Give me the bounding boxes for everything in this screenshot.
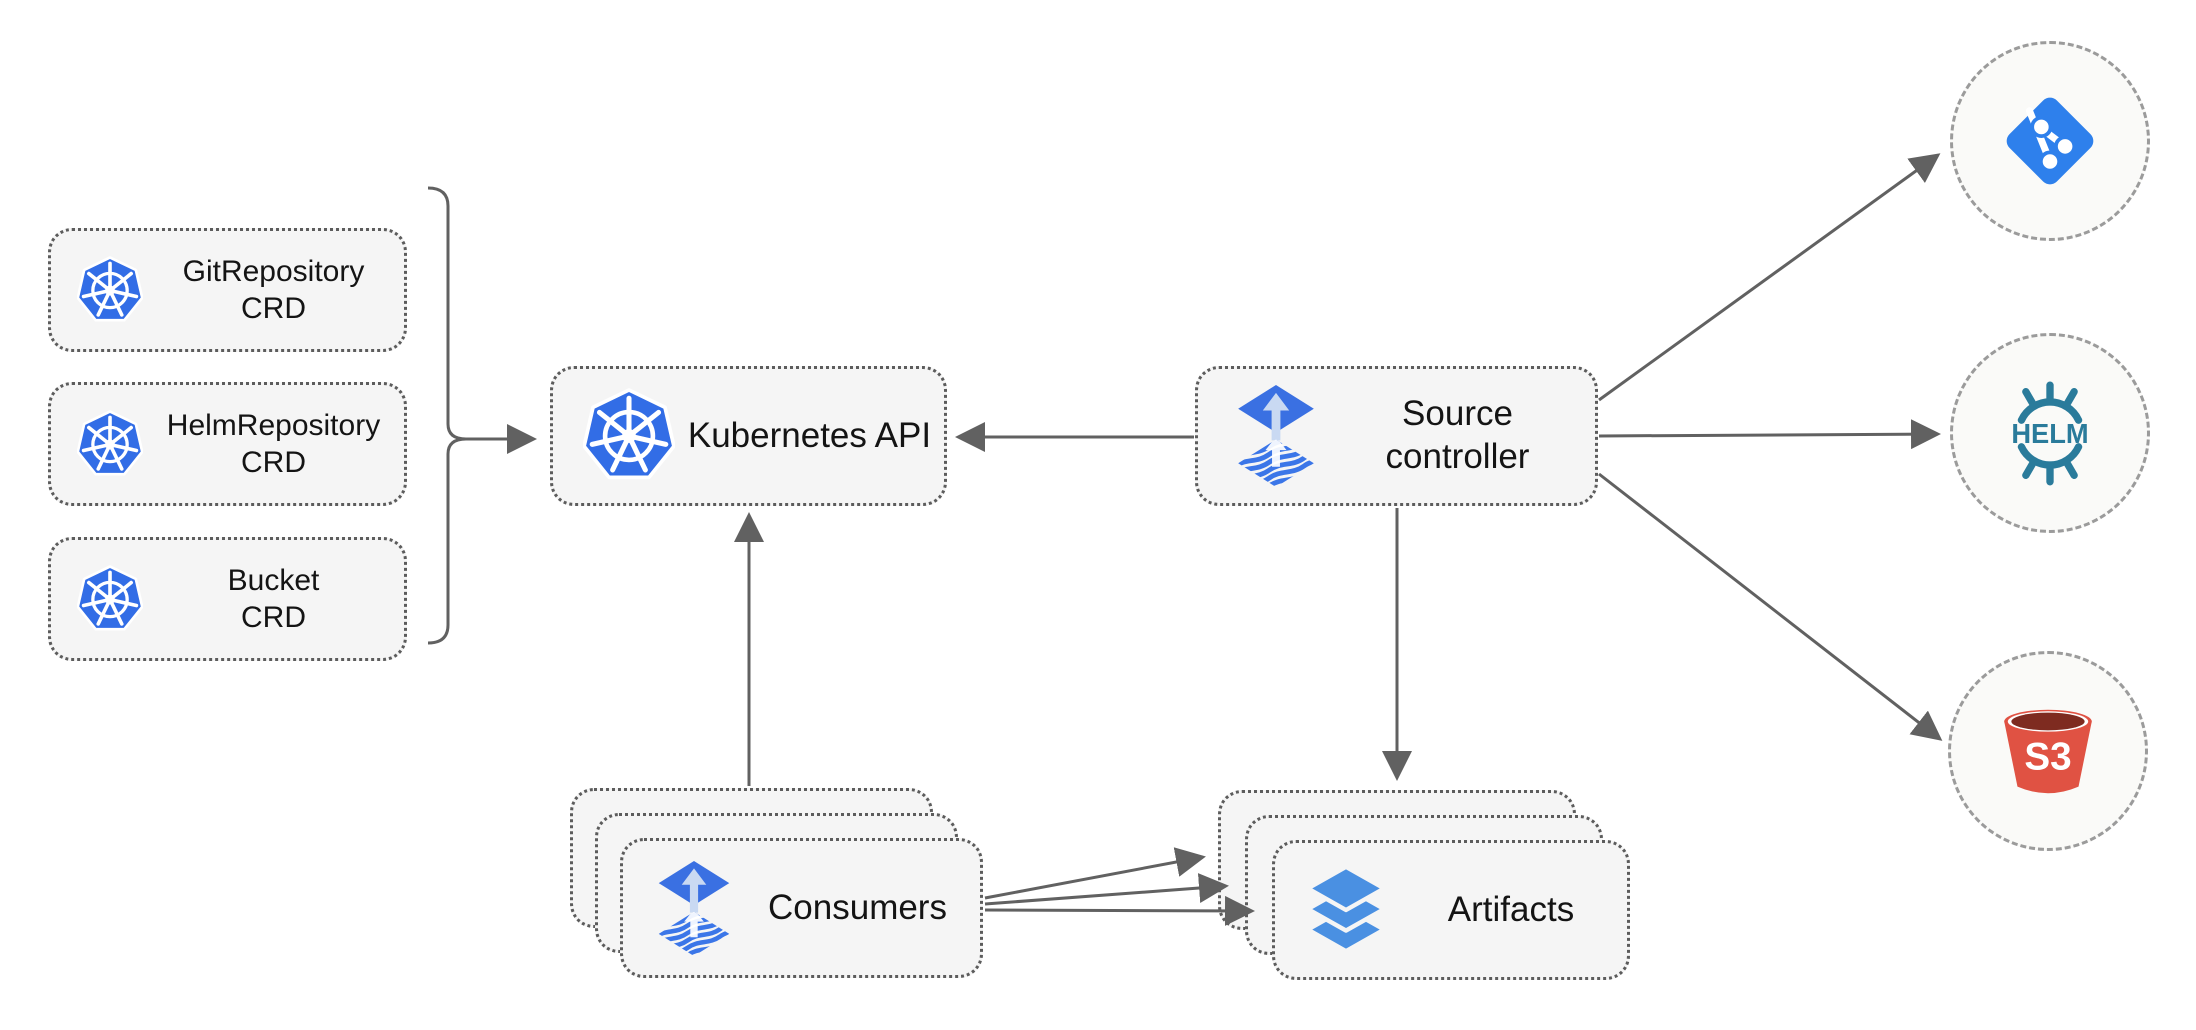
kubernetes-icon — [77, 409, 143, 476]
s3-wordmark: S3 — [2024, 735, 2071, 778]
kubernetes-icon — [77, 564, 143, 631]
consumers-label: Consumers — [768, 888, 947, 927]
arrow-consumers-to-artifacts-2 — [984, 873, 1229, 906]
artifacts-label: Artifacts — [1447, 890, 1575, 929]
crd-group-bracket — [427, 186, 467, 645]
bucket-crd-label: Bucket CRD — [227, 563, 320, 635]
helmrepository-crd-box: HelmRepository CRD — [48, 382, 407, 506]
helm-icon: HELM — [2011, 381, 2089, 485]
kubernetes-api-box: Kubernetes API — [550, 366, 947, 506]
arrow-source-to-git — [1598, 153, 1941, 402]
source-controller-label: Source controller — [1385, 394, 1530, 476]
arrow-consumers-to-artifacts-1 — [984, 847, 1206, 900]
gitrepository-crd-box: GitRepository CRD — [48, 228, 407, 352]
git-icon — [2006, 97, 2094, 185]
kubernetes-api-label: Kubernetes API — [687, 416, 932, 455]
git-source-circle — [1950, 41, 2150, 241]
consumers-box: Consumers — [620, 838, 983, 978]
arrow-consumers-to-artifacts-3 — [984, 895, 1255, 926]
bucket-crd-box: Bucket CRD — [48, 537, 407, 661]
arrow-source-to-s3 — [1598, 472, 1943, 741]
helm-wordmark: HELM — [2011, 417, 2088, 448]
artifacts-box: Artifacts — [1272, 840, 1630, 980]
kubernetes-icon — [77, 255, 143, 322]
gitrepository-crd-label: GitRepository CRD — [182, 254, 365, 326]
kubernetes-icon — [583, 388, 675, 484]
s3-bucket-icon: S3 — [2004, 709, 2092, 794]
flux-icon — [1232, 384, 1320, 488]
arrow-source-to-helm — [1598, 419, 1941, 450]
helm-source-circle: HELM — [1950, 333, 2150, 533]
source-controller-box: Source controller — [1195, 366, 1598, 506]
s3-source-circle: S3 — [1948, 651, 2148, 851]
layers-icon — [1305, 864, 1387, 954]
flux-icon — [653, 860, 735, 957]
helmrepository-crd-label: HelmRepository CRD — [166, 408, 381, 480]
